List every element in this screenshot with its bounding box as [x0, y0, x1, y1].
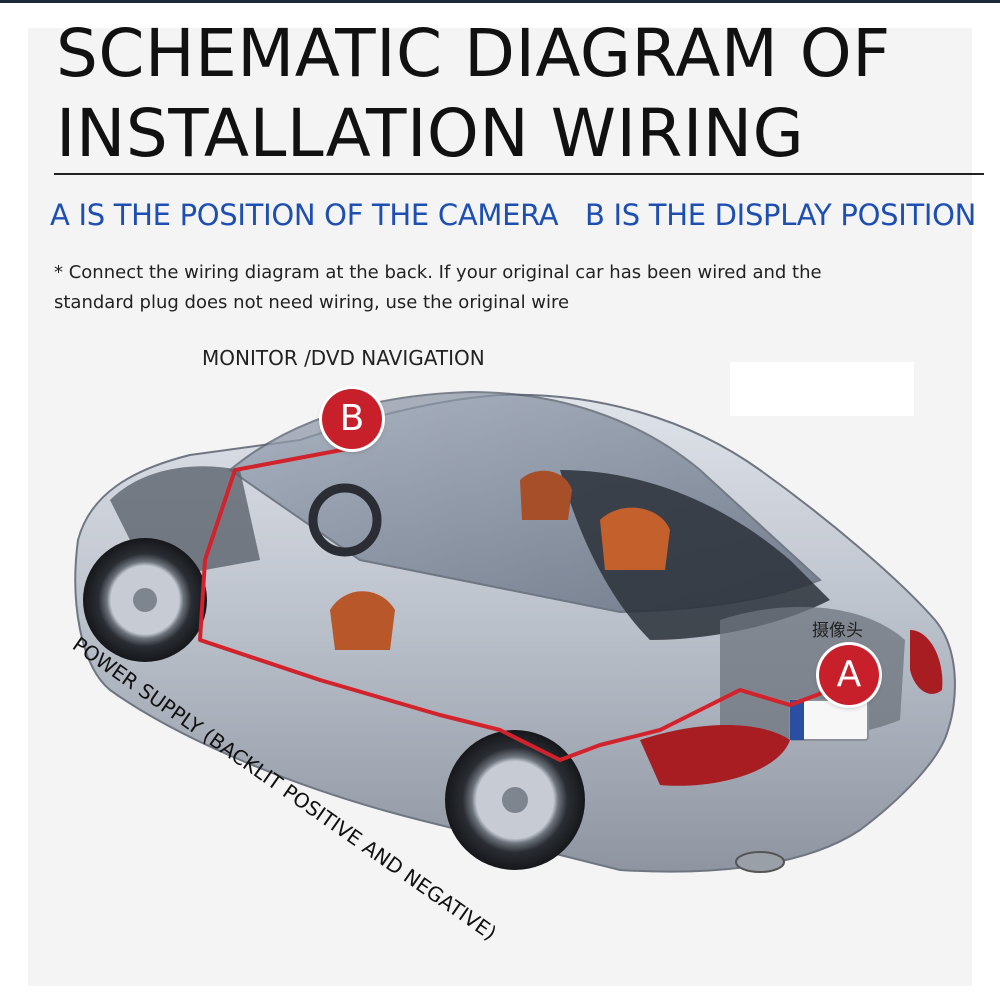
- camera-position-badge: A: [819, 645, 879, 705]
- legend-camera-position: A IS THE POSITION OF THE CAMERA: [50, 198, 559, 232]
- tail-light: [640, 725, 790, 786]
- note-line-2: standard plug does not need wiring, use …: [54, 292, 570, 313]
- note-line-1: * Connect the wiring diagram at the back…: [54, 262, 822, 283]
- license-plate-eu-strip: [790, 700, 804, 740]
- title-line-1: SCHEMATIC DIAGRAM OF: [56, 15, 891, 92]
- monitor-label: MONITOR /DVD NAVIGATION: [202, 346, 485, 370]
- title-line-2: INSTALLATION WIRING: [56, 95, 805, 172]
- top-band: [0, 0, 1000, 3]
- steering-wheel: [308, 483, 382, 557]
- display-position-badge: B: [322, 389, 382, 449]
- wiring-route: [198, 446, 832, 762]
- seat-rear-right: [520, 470, 572, 520]
- exhaust-pipe: [735, 851, 785, 873]
- seat-rear-left: [600, 507, 670, 570]
- front-wheel-hub: [133, 588, 157, 612]
- wiring-note: * Connect the wiring diagram at the back…: [54, 258, 934, 318]
- blank-patch: [730, 362, 914, 416]
- legend-display-position: B IS THE DISPLAY POSITION: [585, 198, 977, 232]
- rear-wheel-hub: [502, 787, 528, 813]
- page-title: SCHEMATIC DIAGRAM OF INSTALLATION WIRING: [56, 14, 986, 174]
- tail-light-right: [910, 630, 943, 694]
- camera-label-cn: 摄像头: [812, 621, 863, 641]
- seat-front-left: [330, 591, 395, 650]
- title-divider: [54, 173, 984, 175]
